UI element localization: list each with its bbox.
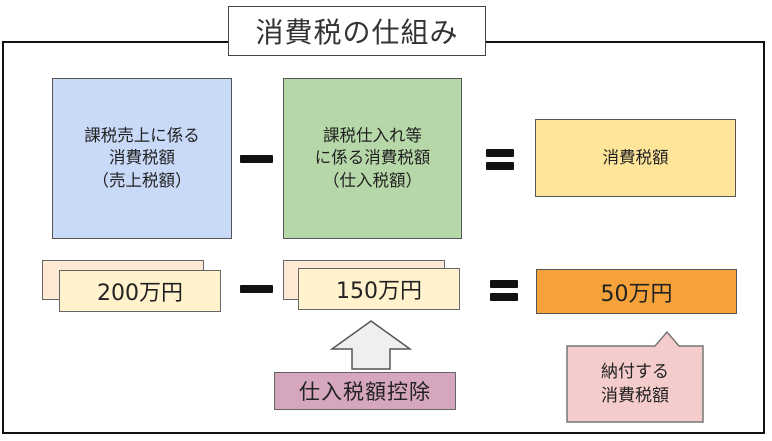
minus-sign-example: [240, 285, 273, 293]
equals-sign-top-bar: [486, 149, 514, 157]
input-tax-deduction-label: 仕入税額控除: [274, 372, 456, 410]
minus-sign: [240, 155, 273, 163]
payable-tax-callout: 納付する 消費税額: [601, 362, 669, 406]
purchase-tax-box: 課税仕入れ等 に係る消費税額 （仕入税額）: [283, 78, 462, 239]
callout-bubble-shape: [566, 330, 704, 423]
equals-sign-example-bottom-bar: [490, 293, 518, 301]
equals-sign-bottom-bar: [486, 162, 514, 170]
consumption-tax-box: 消費税額: [535, 119, 736, 197]
diagram-title: 消費税の仕組み: [228, 6, 486, 56]
equals-sign-example-top-bar: [490, 280, 518, 288]
sales-tax-box: 課税売上に係る 消費税額 （売上税額）: [52, 78, 232, 239]
purchase-amount-card: 150万円: [298, 268, 460, 310]
sales-amount-card: 200万円: [59, 270, 221, 312]
up-arrow-icon: [330, 320, 412, 370]
payable-tax-result: 50万円: [536, 269, 737, 314]
